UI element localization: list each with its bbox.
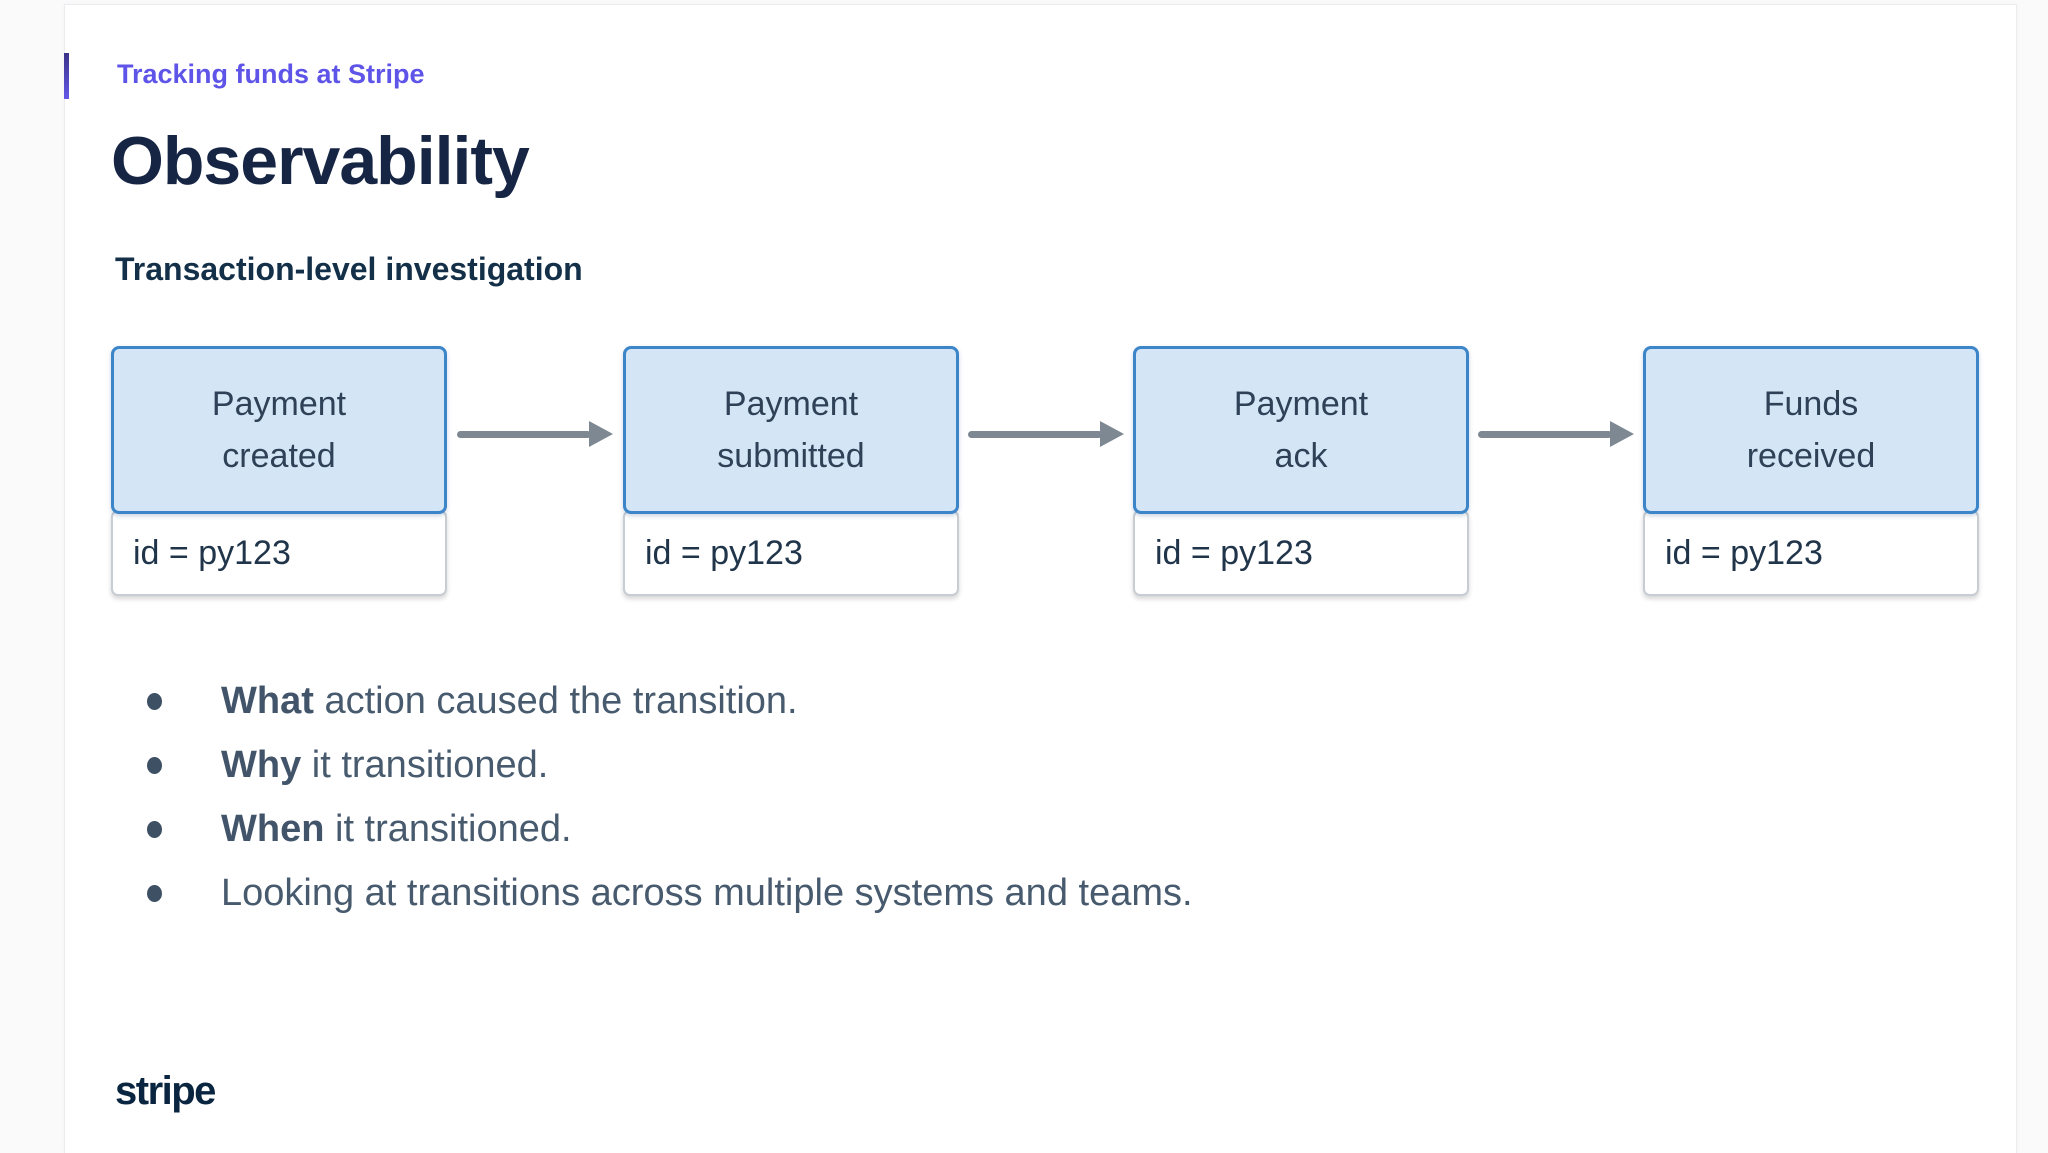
node-title-line: created [222, 437, 336, 475]
node-id-label: id = py123 [111, 510, 447, 596]
arrow-shaft [1478, 431, 1612, 438]
node-title-line: Payment [1233, 385, 1369, 423]
arrow-head [589, 421, 613, 447]
arrow-head [1610, 421, 1634, 447]
section-subtitle: Transaction-level investigation [115, 251, 583, 287]
accent-tick [64, 53, 69, 99]
stripe-logo: stripe [115, 1069, 216, 1113]
flow-node-box: Payment ack [1133, 346, 1469, 514]
arrow-shaft [457, 431, 591, 438]
bullet-dot-icon [147, 692, 162, 710]
list-item: Looking at transitions across multiple s… [147, 869, 1193, 917]
bullet-text: action caused the transition. [313, 680, 798, 722]
bullet-list: What action caused the transition. Why i… [147, 677, 1193, 933]
flow-node-box: Funds received [1643, 346, 1979, 514]
flow-node-payment-submitted: Payment submitted id = py123 [623, 346, 959, 596]
slide-card: Tracking funds at Stripe Observability T… [64, 4, 2017, 1153]
bullet-dot-icon [147, 884, 162, 902]
flow-node-box: Payment submitted [623, 346, 959, 514]
node-title-line: Payment [211, 385, 347, 423]
node-title-line: Funds [1763, 385, 1859, 423]
flow-arrow-icon [457, 421, 613, 447]
node-title-line: Payment [723, 385, 859, 423]
list-item: What action caused the transition. [147, 677, 1193, 725]
flow-node-funds-received: Funds received id = py123 [1643, 346, 1979, 596]
bullet-text: it transitioned. [301, 744, 549, 786]
bullet-dot-icon [147, 756, 162, 774]
node-id-label: id = py123 [1643, 510, 1979, 596]
node-id-label: id = py123 [623, 510, 959, 596]
deck-title: Tracking funds at Stripe [117, 59, 425, 89]
flow-arrow-icon [968, 421, 1124, 447]
flow-diagram: Payment created id = py123 Payment submi… [65, 346, 2016, 606]
list-item: Why it transitioned. [147, 741, 1193, 789]
bullet-text: Looking at transitions across multiple s… [221, 872, 1193, 914]
bullet-bold: When [221, 808, 325, 850]
flow-node-payment-ack: Payment ack id = py123 [1133, 346, 1469, 596]
flow-node-box: Payment created [111, 346, 447, 514]
arrow-head [1100, 421, 1124, 447]
node-title-line: ack [1274, 437, 1328, 475]
node-title-line: received [1746, 437, 1876, 475]
node-title-line: submitted [717, 437, 865, 475]
bullet-dot-icon [147, 820, 162, 838]
arrow-shaft [968, 431, 1102, 438]
bullet-bold: Why [221, 744, 302, 786]
flow-arrow-icon [1478, 421, 1634, 447]
bullet-bold: What [221, 680, 314, 722]
flow-node-payment-created: Payment created id = py123 [111, 346, 447, 596]
list-item: When it transitioned. [147, 805, 1193, 853]
page-title: Observability [111, 123, 530, 199]
node-id-label: id = py123 [1133, 510, 1469, 596]
bullet-text: it transitioned. [324, 808, 572, 850]
